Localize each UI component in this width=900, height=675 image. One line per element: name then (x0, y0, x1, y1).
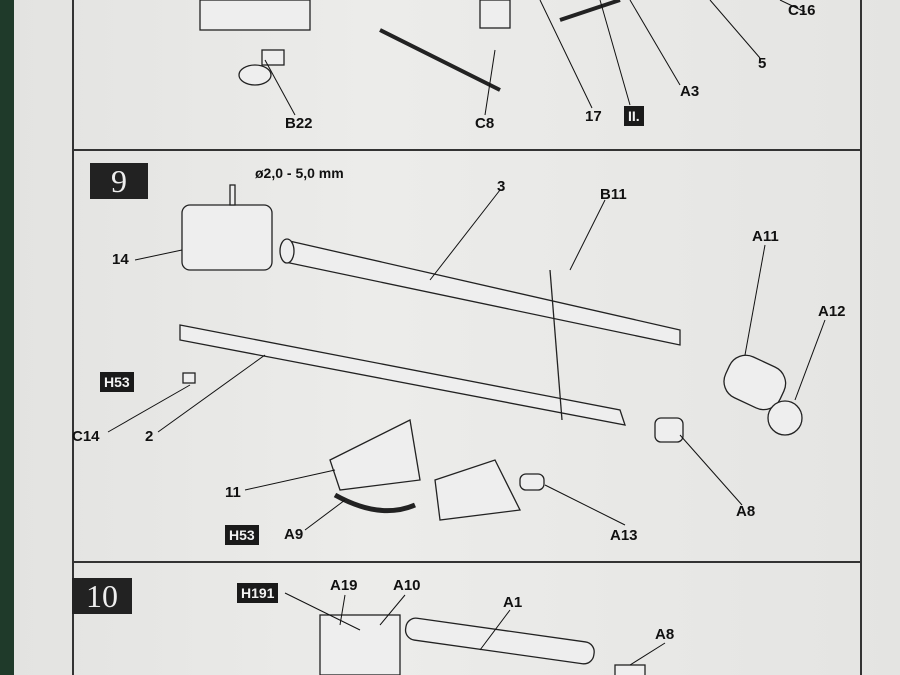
part-label-a9: A9 (284, 526, 304, 543)
part-label-3: 3 (497, 178, 506, 195)
paint-badge-h191: H191 (237, 583, 279, 603)
paint-badge-h53: H53 (225, 525, 259, 545)
part-label-11: 11 (225, 484, 241, 501)
part-label-b22: B22 (285, 115, 313, 132)
paint-badge-h53: H53 (100, 372, 134, 392)
section-divider (72, 561, 862, 563)
part-label-a12: A12 (818, 303, 846, 320)
part-label-2: 2 (145, 428, 154, 445)
part-label-a3: A3 (680, 83, 700, 100)
drill-note: ø2,0 - 5,0 mm (255, 165, 344, 181)
part-label-17: 17 (585, 108, 602, 125)
step-number-9: 9 (90, 163, 148, 199)
part-label-b11: B11 (600, 186, 627, 203)
part-label-a10: A10 (393, 577, 421, 594)
paint-badge: II. (624, 106, 644, 126)
part-label-a1: A1 (503, 594, 523, 611)
part-label-c16: C16 (788, 2, 816, 19)
part-label-a8-step10: A8 (655, 626, 675, 643)
step-number-10: 10 (72, 578, 132, 614)
part-label-a13: A13 (610, 527, 638, 544)
part-label-c8: C8 (475, 115, 495, 132)
part-label-a19: A19 (330, 577, 358, 594)
part-label-5: 5 (758, 55, 767, 72)
part-label-c14: C14 (72, 428, 100, 445)
part-label-14: 14 (112, 251, 129, 268)
part-label-a11: A11 (752, 228, 779, 245)
section-divider (72, 149, 862, 151)
part-label-a8: A8 (736, 503, 756, 520)
page-frame (72, 0, 862, 675)
